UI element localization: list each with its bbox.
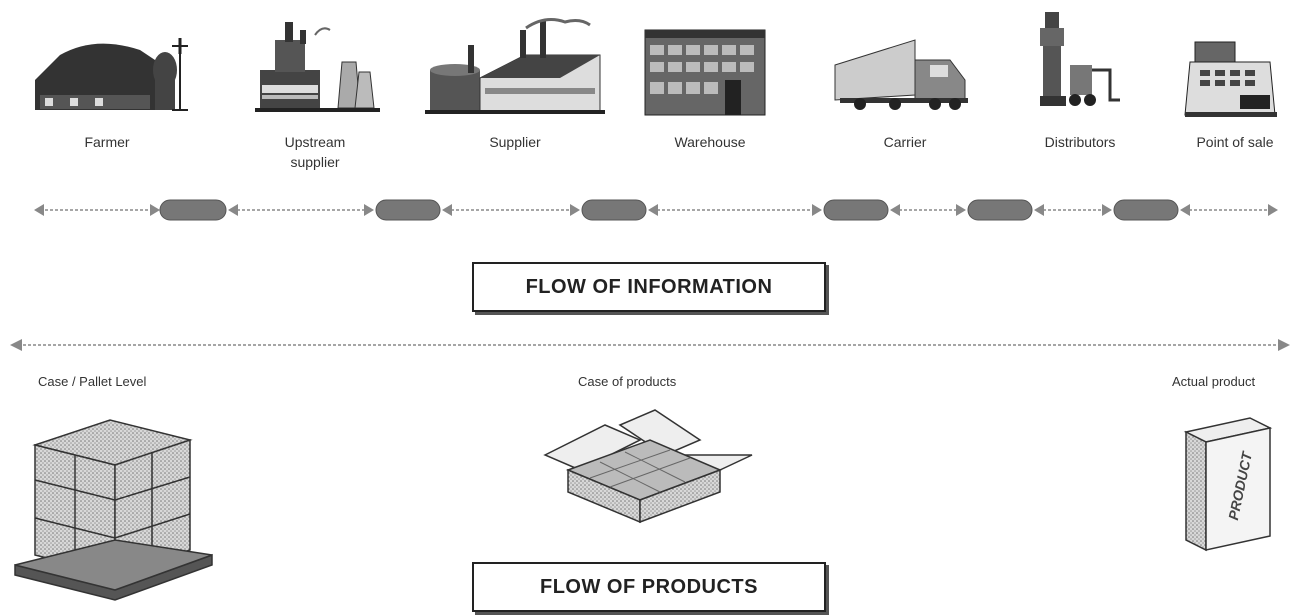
- node-label-supplier: Supplier: [489, 134, 541, 150]
- node-label-upstream-supplier: Upstream supplier: [265, 132, 365, 172]
- rfid-tag-icon: [581, 199, 647, 221]
- flow-of-products-box: FLOW OF PRODUCTS: [472, 562, 826, 612]
- open-case-icon: [543, 409, 753, 524]
- label-pallet-level: Case / Pallet Level: [38, 374, 147, 389]
- plant-icon: [425, 18, 605, 114]
- label-actual-product: Actual product: [1172, 374, 1256, 389]
- rfid-tag-icon: [375, 199, 441, 221]
- label-case-of-products: Case of products: [578, 374, 677, 389]
- product-flow-arrow: [10, 339, 1290, 351]
- product-box-icon: [1183, 417, 1273, 552]
- information-arrowheads: [34, 204, 1278, 216]
- rfid-tag-icons: [159, 199, 1179, 221]
- node-label-farmer: Farmer: [84, 134, 130, 150]
- pallet-icon: [14, 419, 213, 601]
- factory-icon: [255, 22, 380, 112]
- node-label-carrier: Carrier: [883, 134, 927, 150]
- flow-of-information-box: FLOW OF INFORMATION: [472, 262, 826, 312]
- node-label-distributors: Distributors: [1044, 134, 1116, 150]
- truck-icon: [834, 39, 968, 110]
- barn-icon: [35, 38, 188, 111]
- warehouse-icon: [644, 29, 766, 116]
- cash-register-icon: [1184, 41, 1277, 117]
- node-label-upstream-line2: supplier: [290, 154, 340, 170]
- node-label-point-of-sale: Point of sale: [1196, 134, 1274, 150]
- rfid-tag-icon: [967, 199, 1033, 221]
- rfid-tag-icon: [1113, 199, 1179, 221]
- rfid-tag-icon: [823, 199, 889, 221]
- node-label-warehouse: Warehouse: [674, 134, 746, 150]
- rfid-tag-icon: [159, 199, 227, 221]
- forklift-icon: [1040, 12, 1120, 106]
- node-label-upstream-line1: Upstream: [284, 134, 346, 150]
